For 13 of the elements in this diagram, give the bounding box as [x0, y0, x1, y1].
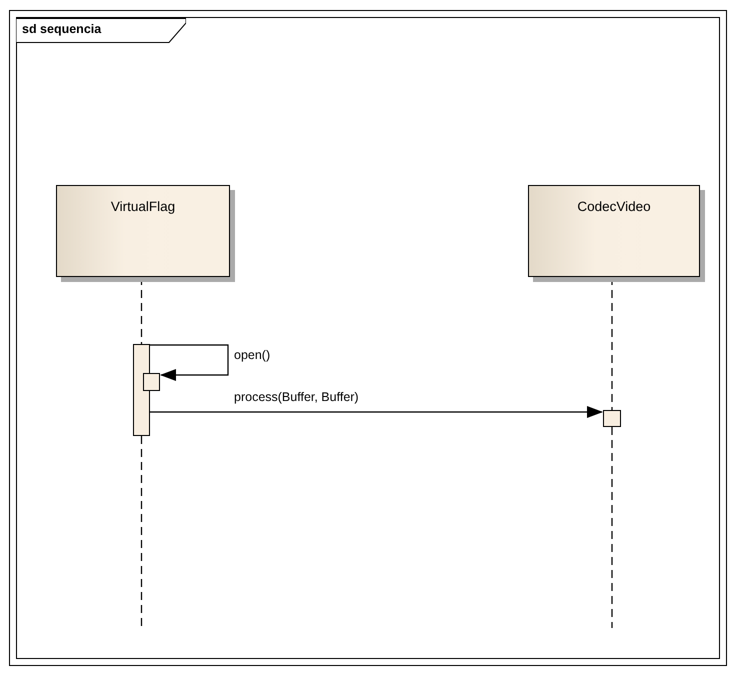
lifeline — [140, 436, 142, 628]
activation-box — [603, 410, 621, 427]
activation-bar — [133, 344, 150, 436]
object-name: VirtualFlag — [110, 199, 176, 214]
edge-label: process(Buffer, Buffer) — [234, 390, 359, 404]
message-arrow — [150, 406, 603, 418]
lifeline — [611, 427, 613, 628]
edge-label: open() — [234, 348, 270, 362]
object-name: CodecVideo — [576, 199, 652, 214]
activation-box — [143, 373, 160, 391]
message-arrow — [150, 344, 229, 381]
frame-title: sd sequencia — [22, 22, 102, 36]
frame-box — [9, 10, 727, 666]
